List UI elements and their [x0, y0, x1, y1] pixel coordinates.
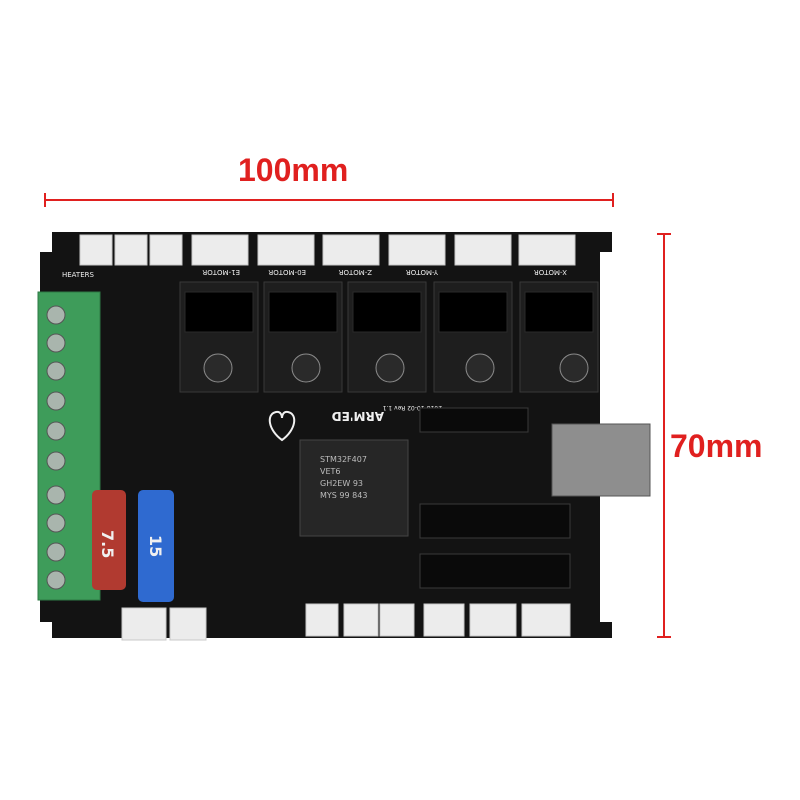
mcu-marking-line-4: MYS 99 843 [320, 491, 367, 500]
revision-label: 2018-10-02 Rev 1.1 [382, 404, 442, 411]
e1-motor-label: E1-MOTOR [202, 268, 240, 276]
heart-logo [268, 410, 296, 442]
header-pins [419, 407, 571, 589]
z-motor-label: Z-MOTOR [338, 268, 372, 276]
width-dimension-line [44, 199, 614, 201]
width-dimension-cap-left [44, 193, 46, 207]
mcu-chip: STM32F407 VET6 GH2EW 93 MYS 99 843 [299, 439, 409, 537]
height-dimension-line [663, 233, 665, 638]
driver-socket [347, 281, 427, 393]
width-dimension-cap-right [612, 193, 614, 207]
driver-socket [433, 281, 513, 393]
screw-terminal-block [37, 291, 101, 601]
e0-motor-label: E0-MOTOR [268, 268, 306, 276]
fuse-blue: 15 [138, 490, 174, 602]
driver-socket [179, 281, 259, 393]
top-connectors [79, 234, 576, 266]
mcu-marking-line-2: VET6 [320, 467, 341, 476]
x-motor-label: X-MOTOR [534, 268, 567, 276]
driver-socket [519, 281, 599, 393]
width-dimension-label: 100mm [238, 152, 349, 188]
fuse-blue-rating: 15 [146, 535, 165, 557]
mcu-marking-line-3: GH2EW 93 [320, 479, 363, 488]
height-dimension-label: 70mm [670, 428, 763, 464]
usb-b-port [551, 423, 651, 497]
height-dimension-cap-top [657, 233, 671, 235]
heaters-label: HEATERS [62, 271, 94, 279]
brand-label: ARM'ED [332, 409, 384, 423]
y-motor-label: Y-MOTOR [406, 268, 439, 276]
mcu-marking-line-1: STM32F407 [320, 455, 367, 464]
driver-socket [263, 281, 343, 393]
fuse-red: 7.5 [92, 490, 126, 590]
fuse-red-rating: 7.5 [98, 530, 117, 558]
bottom-connectors [121, 603, 571, 641]
height-dimension-cap-bottom [657, 636, 671, 638]
driver-sockets [179, 281, 599, 393]
